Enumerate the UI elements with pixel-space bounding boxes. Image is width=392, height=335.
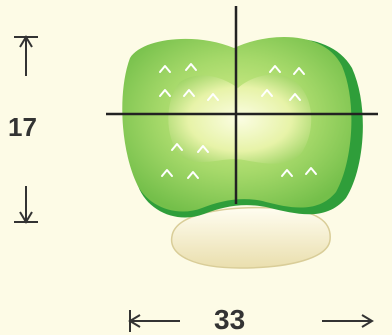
- chevron-up-icon: [289, 93, 301, 101]
- central-fossa: [168, 74, 312, 164]
- chevron-up-icon: [161, 169, 173, 177]
- chevron-up-icon: [183, 89, 195, 97]
- surface-marks: [159, 63, 317, 179]
- chevron-up-icon: [197, 145, 209, 153]
- chevron-up-icon: [269, 65, 281, 73]
- root-base: [170, 206, 331, 269]
- chevron-up-icon: [281, 169, 293, 177]
- crosshair: [106, 6, 378, 204]
- horizontal-dimension-label: 33: [214, 304, 246, 335]
- chevron-up-icon: [159, 89, 171, 97]
- chevron-up-icon: [207, 93, 219, 101]
- chevron-up-icon: [187, 171, 199, 179]
- chevron-up-icon: [293, 67, 305, 75]
- chevron-up-icon: [305, 167, 317, 175]
- vertical-dimension-label: 17: [8, 112, 37, 142]
- chevron-up-icon: [171, 143, 183, 151]
- double-arrow-vertical-icon: [14, 35, 38, 224]
- chevron-up-icon: [261, 89, 273, 97]
- chevron-up-icon: [185, 63, 197, 71]
- chevron-up-icon: [159, 65, 171, 73]
- double-arrow-horizontal-icon: [128, 310, 374, 332]
